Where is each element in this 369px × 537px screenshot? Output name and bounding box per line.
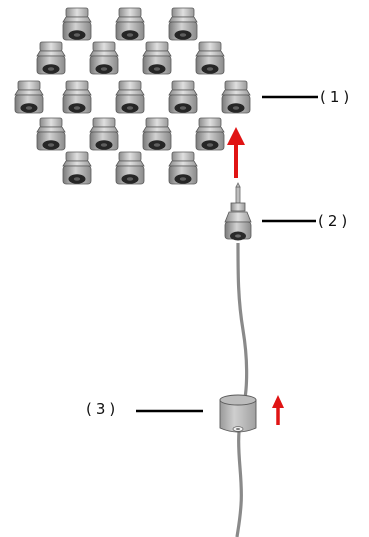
receptacle-cluster (14, 7, 251, 185)
receptacle-icon (62, 80, 92, 114)
receptacle-icon (115, 151, 145, 185)
receptacle-icon (36, 41, 66, 75)
label-3: (3) (86, 400, 120, 418)
receptacle-icon (36, 117, 66, 151)
receptacle-icon (168, 80, 198, 114)
receptacle-icon (221, 80, 251, 114)
receptacle-icon (142, 41, 172, 75)
receptacle-icon (168, 151, 198, 185)
receptacle-icon (62, 151, 92, 185)
receptacle-icon (195, 117, 225, 151)
receptacle-icon (89, 41, 119, 75)
receptacle-icon (115, 7, 145, 41)
cable-housing-icon (219, 394, 257, 433)
receptacle-icon (142, 117, 172, 151)
receptacle-icon (89, 117, 119, 151)
slide-arrow (272, 395, 284, 425)
cable (235, 242, 249, 537)
receptacle-icon (195, 41, 225, 75)
label-1: (1) (320, 88, 354, 106)
pin-connector-icon (224, 182, 252, 241)
receptacle-icon (168, 7, 198, 41)
insert-arrow (227, 127, 245, 178)
label-2: (2) (318, 212, 352, 230)
receptacle-icon (115, 80, 145, 114)
receptacle-icon (14, 80, 44, 114)
receptacle-icon (62, 7, 92, 41)
